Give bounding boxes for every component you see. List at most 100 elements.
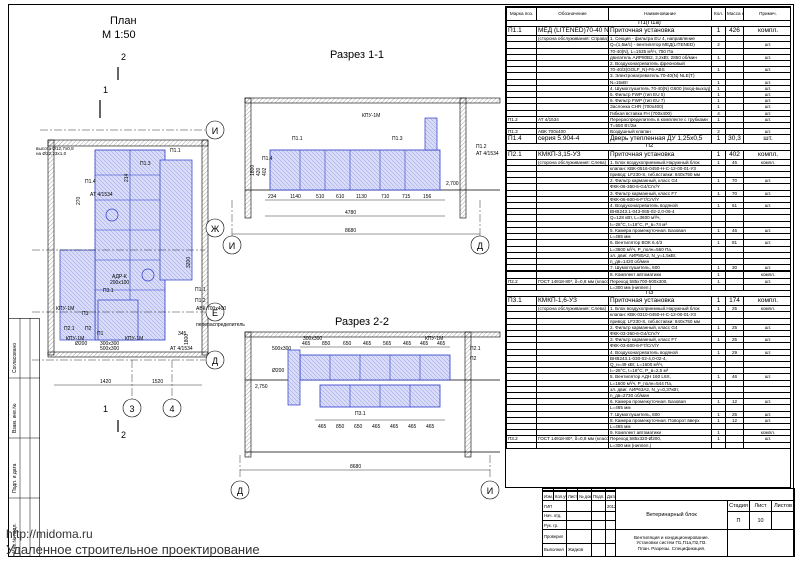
spec-cell-code: (сторона обслуживания: Справа) (536, 35, 609, 43)
spec-cell-note (743, 367, 790, 375)
spec-cell-qty: 1 (711, 296, 726, 307)
plan-axis-4: 4 (169, 404, 174, 414)
plan-unit-p1-1 (159, 159, 193, 281)
svg-text:465: 465 (390, 424, 399, 430)
plan-wall-left (47, 139, 55, 356)
spec-row: клапан: КВК-0516-0450-Н-С-12-00-01-У3 (506, 164, 790, 173)
svg-text:156: 156 (423, 194, 432, 200)
spec-row: привод: LF230-S, гиб.вставки: 840х750 мм (506, 317, 790, 325)
spec-cell-code: МЕД (LITENED)70-40 N A 2.31-2.2х30(R) (536, 26, 609, 37)
spec-cell-note (743, 59, 790, 68)
spec-row: 2. Воздухонагреватель фреоновый (506, 59, 790, 68)
drawing-sheet (8, 4, 794, 557)
svg-text:510: 510 (316, 194, 325, 200)
plan-section-mark-2: 2 (121, 52, 126, 62)
svg-text:200x100: 200x100 (110, 280, 129, 286)
svg-text:270: 270 (76, 196, 82, 205)
svg-text:420: 420 (256, 167, 262, 176)
spec-cell-note (743, 283, 790, 291)
spec-cell-note: шт. (743, 277, 790, 285)
spec-cell-note: шт. (743, 202, 790, 210)
svg-text:П1.3: П1.3 (140, 161, 151, 167)
svg-text:АТ 4/1534: АТ 4/1534 (170, 346, 193, 352)
spec-cell-note: шт. (743, 336, 790, 344)
svg-text:КПУ-1М: КПУ-1М (125, 336, 143, 342)
spec-cell-note: шт. (743, 435, 790, 443)
spec-cell-note: шт. (743, 97, 790, 105)
svg-text:П3.1: П3.1 (103, 288, 114, 294)
spec-cell-note (743, 251, 790, 259)
sheet-title: Вентиляция и кондиционирование. Установк… (615, 529, 728, 557)
spec-cell-note: шт. (743, 323, 790, 331)
spec-cell-note (743, 391, 790, 400)
spec-row: ФКК-03-360-6-G4/CrV/Y (506, 329, 790, 338)
spec-row: L=300 мм (ниппел.) (506, 283, 790, 291)
svg-text:АВК 700х400: АВК 700х400 (196, 306, 226, 312)
spec-cell-name: Приточная установка (608, 296, 712, 307)
watermark-tagline: Удаленное строительное проектирование (6, 542, 260, 557)
spec-cell-note: шт. (743, 239, 790, 247)
spec-cell-name: Перераспределитель в комплекте с трубкам… (608, 115, 712, 124)
spec-cell-mass: 174 (725, 296, 744, 307)
svg-text:2,750: 2,750 (255, 384, 268, 390)
svg-text:КПУ-1М: КПУ-1М (56, 306, 74, 312)
svg-text:П1.4: П1.4 (262, 156, 273, 162)
spec-cell-qty: 1 (711, 149, 726, 160)
svg-text:8680: 8680 (345, 228, 356, 234)
svg-text:1520: 1520 (152, 379, 163, 385)
svg-text:П2: П2 (470, 356, 477, 362)
spec-cell-note: шт. (743, 226, 790, 235)
spec-row: n_дв=2730 об/мин (506, 391, 790, 400)
spec-row: L=300 мм (ниппел.) (506, 441, 790, 449)
spec-cell-code: ГОСТ 14918-80*, δ=0,8 мм (класс "П") (536, 435, 609, 443)
watermark-url[interactable]: http://midoma.ru (6, 527, 93, 541)
spec-cell-note (743, 72, 790, 80)
section1-unit (269, 149, 441, 191)
spec-section-title: П1(П1а) (506, 19, 790, 28)
plan-section-mark-1b: 1 (103, 404, 108, 414)
plan-axis-e: Е (212, 308, 218, 318)
spec-cell-qty: 1 (711, 26, 726, 37)
spec-cell-name: двигатель АИР80В2, 2,2кВт, 2850 об/мин (608, 53, 712, 62)
spec-cell-mark: П1.1 (506, 26, 537, 37)
section-2-2: Разрез 2-2 300x300 500x300 Ø200 КПУ-1М П… (230, 316, 501, 500)
spec-cell-note: шт. (743, 91, 790, 99)
svg-text:Согласовано: Согласовано (12, 343, 18, 373)
spec-section-title: П3 (506, 289, 790, 298)
svg-text:Ø200: Ø200 (75, 341, 87, 347)
specification-table: Марка поз. Обозначение Наименование Кол.… (505, 6, 791, 488)
spec-cell-code: КМКП-1,6-УЗ (536, 296, 609, 307)
section-1-1: Разрез 1-1 КПУ-1М П1.1 П1.3 П1.4 АТ 4/15… (222, 49, 501, 255)
svg-text:П1.1: П1.1 (292, 136, 303, 142)
plan-section-mark-1: 1 (103, 85, 108, 95)
spec-cell-name: 4. Шумоглушитель 70-40(N) G600 (вход-вых… (608, 84, 712, 93)
svg-text:214: 214 (124, 173, 130, 182)
svg-text:П1: П1 (97, 331, 104, 337)
svg-text:465: 465 (426, 424, 435, 430)
spec-cell-code: (сторона обслуживания: Слева) (536, 158, 609, 166)
svg-text:1420: 1420 (100, 379, 111, 385)
spec-cell-mass: 402 (725, 149, 744, 160)
plan-unit-p3 (97, 299, 139, 341)
svg-text:Взам. инв.№: Взам. инв.№ (12, 403, 18, 433)
spec-row: ФКК-03-600-6-F7/CrV/Y (506, 342, 790, 350)
svg-text:П2.1: П2.1 (64, 326, 75, 332)
svg-text:АТ 4/1534: АТ 4/1534 (90, 192, 113, 198)
svg-text:465: 465 (363, 341, 372, 347)
spec-cell-note (743, 354, 790, 362)
